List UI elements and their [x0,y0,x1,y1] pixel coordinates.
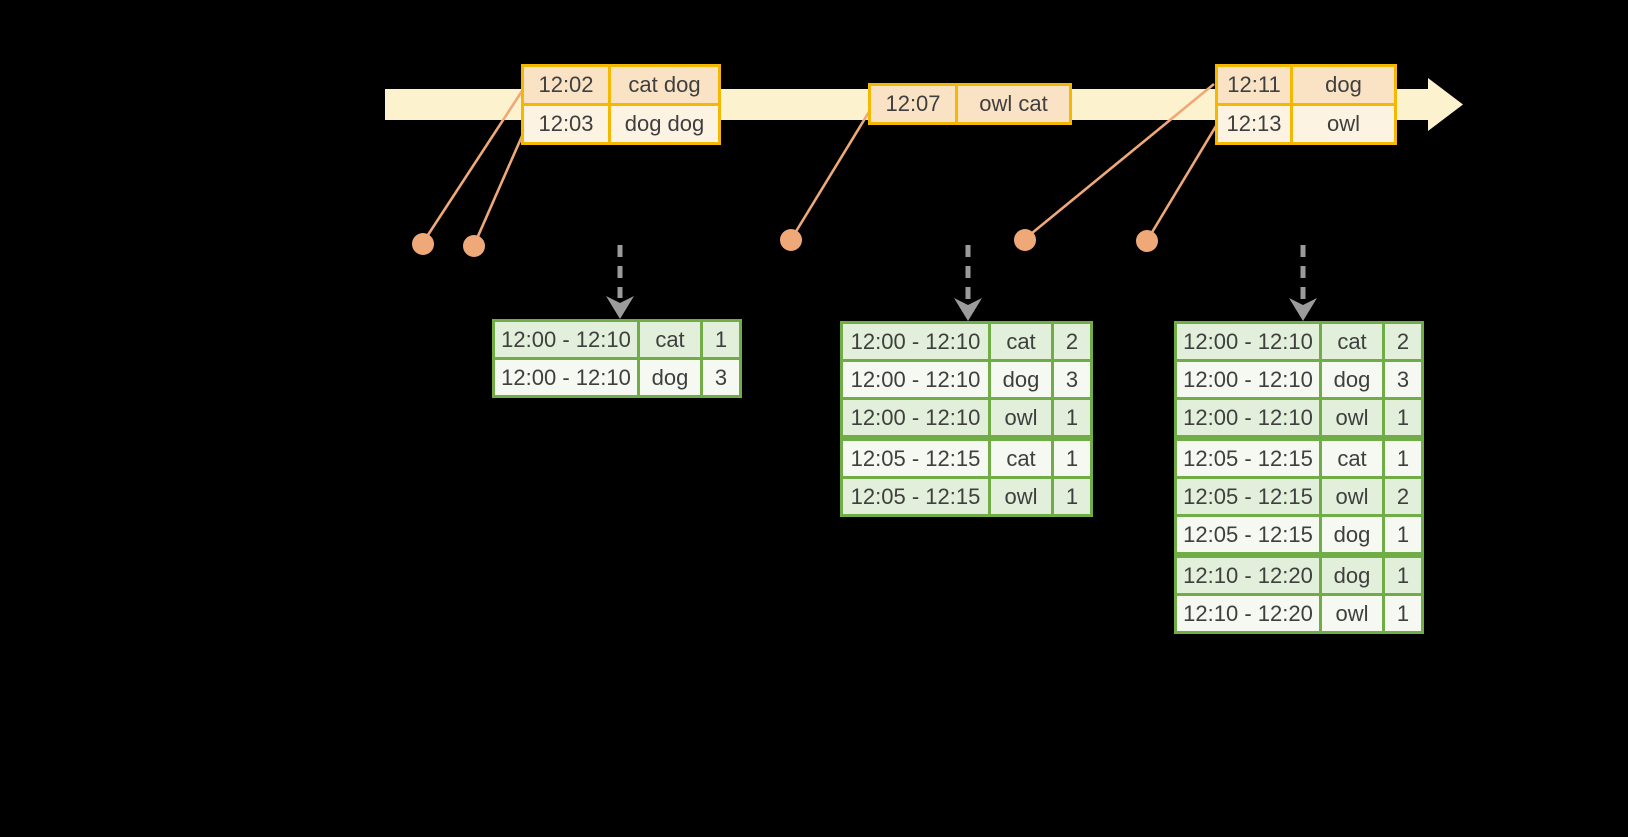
table-cell: 12:00 - 12:10 [495,360,637,395]
event-leader-line [422,87,526,242]
table-cell: 1 [1385,400,1421,435]
table-cell: owl [991,479,1051,514]
table-cell: 12:11 [1218,67,1290,103]
table-cell: 12:05 - 12:15 [1177,441,1319,476]
table-cell: cat [991,324,1051,359]
table-cell: cat [640,322,700,357]
table-cell: dog [1293,67,1394,103]
table-cell: dog [1322,558,1382,593]
table-cell: 1 [1385,558,1421,593]
event-leader-line [1146,125,1218,240]
table-cell: 12:03 [524,106,608,142]
table-cell: cat [1322,324,1382,359]
table-cell: owl [1322,596,1382,631]
table-cell: 12:05 - 12:15 [1177,517,1319,552]
table-cell: 12:00 - 12:10 [843,324,988,359]
table-cell: 12:10 - 12:20 [1177,558,1319,593]
event-dot [412,233,434,255]
trigger-arrowhead-icon [1289,298,1317,321]
event-dot [1136,230,1158,252]
table-cell: dog [1322,362,1382,397]
table-cell: cat [1322,441,1382,476]
table-cell: 3 [1054,362,1090,397]
table-cell: dog dog [611,106,718,142]
event-leader-line [473,126,528,244]
table-cell: owl [991,400,1051,435]
trigger-arrowhead-icon [606,296,634,319]
event-dot [1014,229,1036,251]
table-cell: 12:00 - 12:10 [1177,362,1319,397]
table-cell: owl [1293,106,1394,142]
table-cell: 12:05 - 12:15 [843,441,988,476]
table-cell: 12:13 [1218,106,1290,142]
table-cell: 12:00 - 12:10 [843,362,988,397]
event-leader-line [1025,82,1215,240]
event-dot [780,229,802,251]
table-cell: 2 [1054,324,1090,359]
table-cell: dog [991,362,1051,397]
table-cell: cat [991,441,1051,476]
table-cell: 3 [1385,362,1421,397]
event-leader-line [790,106,874,239]
table-cell: 12:05 - 12:15 [843,479,988,514]
table-cell: 1 [1054,479,1090,514]
table-cell: 12:02 [524,67,608,103]
table-cell: cat dog [611,67,718,103]
table-cell: dog [1322,517,1382,552]
table-cell: 1 [1054,400,1090,435]
table-cell: owl [1322,400,1382,435]
timeline-arrowhead-icon [1428,78,1463,131]
table-cell: 12:05 - 12:15 [1177,479,1319,514]
table-cell: 12:10 - 12:20 [1177,596,1319,631]
table-cell: 1 [1385,517,1421,552]
table-cell: 12:00 - 12:10 [843,400,988,435]
table-cell: 2 [1385,479,1421,514]
table-cell: 12:00 - 12:10 [495,322,637,357]
table-cell: 1 [703,322,739,357]
table-cell: 3 [703,360,739,395]
table-cell: 12:07 [871,86,955,122]
table-cell: 1 [1385,441,1421,476]
table-cell: owl [1322,479,1382,514]
table-cell: 12:00 - 12:10 [1177,400,1319,435]
table-cell: 1 [1385,596,1421,631]
table-cell: dog [640,360,700,395]
table-cell: 2 [1385,324,1421,359]
table-cell: owl cat [958,86,1069,122]
event-dot [463,235,485,257]
table-cell: 1 [1054,441,1090,476]
trigger-arrowhead-icon [954,298,982,321]
table-cell: 12:00 - 12:10 [1177,324,1319,359]
